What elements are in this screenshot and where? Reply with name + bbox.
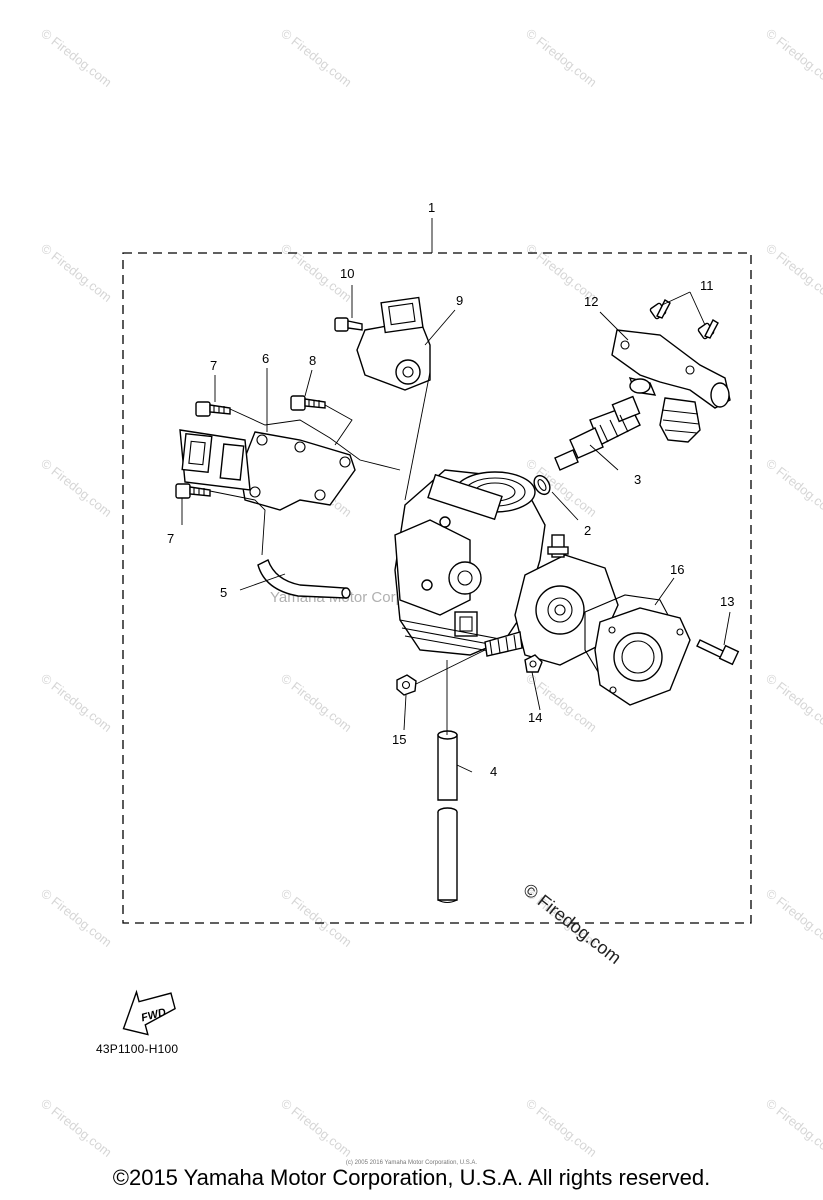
- callout-13: 13: [720, 594, 734, 609]
- callout-9: 9: [456, 293, 463, 308]
- watermark-16: © Firedog.com: [38, 886, 115, 950]
- callout-15: 15: [392, 732, 406, 747]
- part-9-throttle-position-sensor: [356, 296, 431, 391]
- watermark-17: © Firedog.com: [278, 886, 355, 950]
- part-2-o-ring: [533, 474, 551, 496]
- center-watermark: © Firedog.com: [520, 879, 626, 968]
- callout-1: 1: [428, 200, 435, 215]
- part-5-hose: [257, 559, 351, 599]
- callout-11: 11: [700, 278, 714, 293]
- callout-7-upper: 7: [210, 358, 217, 373]
- watermark-19: © Firedog.com: [763, 886, 823, 950]
- part-11-screw-right: [697, 319, 719, 340]
- callout-12: 12: [584, 294, 598, 309]
- part-7-screw-upper: [195, 401, 231, 417]
- callout-8: 8: [309, 353, 316, 368]
- watermark-3: © Firedog.com: [763, 26, 823, 90]
- callout-14: 14: [528, 710, 542, 725]
- watermark-20: © Firedog.com: [38, 1096, 115, 1160]
- callout-10: 10: [340, 266, 354, 281]
- assembly-boundary: [122, 252, 752, 924]
- part-8-screw: [290, 395, 326, 411]
- callout-6: 6: [262, 351, 269, 366]
- part-14-nut: [524, 654, 543, 673]
- watermark-15: © Firedog.com: [763, 671, 823, 735]
- callout-16: 16: [670, 562, 684, 577]
- watermark-14: © Firedog.com: [523, 671, 600, 735]
- watermark-4: © Firedog.com: [38, 241, 115, 305]
- leader-lines: [181, 285, 731, 773]
- watermark-0: © Firedog.com: [38, 26, 115, 90]
- part-13-screw: [696, 639, 740, 666]
- watermark-13: © Firedog.com: [278, 671, 355, 735]
- left-sensor-connector: [179, 429, 251, 491]
- watermark-23: © Firedog.com: [763, 1096, 823, 1160]
- callout-5: 5: [220, 585, 227, 600]
- part-15-nut: [396, 674, 417, 696]
- watermark-12: © Firedog.com: [38, 671, 115, 735]
- callout-3: 3: [634, 472, 641, 487]
- tiny-credit: (c) 2005 2016 Yamaha Motor Corporation, …: [345, 1160, 478, 1166]
- part-7-screw-lower: [175, 483, 211, 499]
- watermark-21: © Firedog.com: [278, 1096, 355, 1160]
- watermark-8: © Firedog.com: [38, 456, 115, 520]
- part-3-fuel-injector: [554, 395, 641, 471]
- throttle-body: [394, 469, 619, 666]
- part-10-screw: [334, 317, 363, 332]
- callout-labels: 1 2 3 4 5 6 7 7 8 9 10 11 12 13 14 15 16: [167, 200, 734, 779]
- watermark-1: © Firedog.com: [278, 26, 355, 90]
- callout-7-lower: 7: [167, 531, 174, 546]
- watermark-7: © Firedog.com: [763, 241, 823, 305]
- watermark-22: © Firedog.com: [523, 1096, 600, 1160]
- watermark-11: © Firedog.com: [763, 456, 823, 520]
- callout-4: 4: [490, 764, 497, 779]
- part-12-fuel-rail: [611, 329, 731, 443]
- part-16-gasket-cover: [584, 594, 691, 706]
- fwd-arrow-icon: FWD: [122, 989, 176, 1036]
- part-4-hose: [437, 730, 458, 904]
- diagram-code: 43P1100-H100: [96, 1042, 179, 1056]
- watermark-2: © Firedog.com: [523, 26, 600, 90]
- copyright-notice: ©2015 Yamaha Motor Corporation, U.S.A. A…: [112, 1165, 711, 1190]
- callout-2: 2: [584, 523, 591, 538]
